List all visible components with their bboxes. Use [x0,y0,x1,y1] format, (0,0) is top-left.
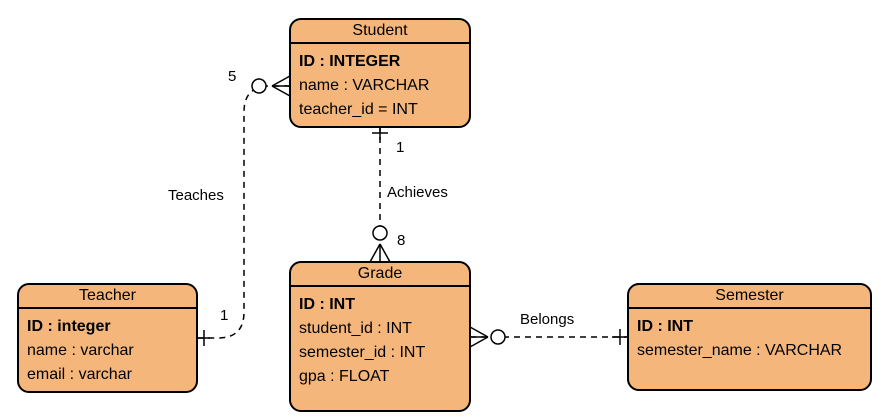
entity-title: Teacher [19,285,196,309]
attribute: semester_name : VARCHAR [637,342,843,359]
primary-key-attribute: ID : INT [299,296,355,313]
teaches-label: Teaches [168,187,224,204]
achieves-student-cardinality: 1 [396,139,405,156]
achieves-label: Achieves [387,184,448,201]
attribute: name : varchar [27,342,134,359]
entity-grade[interactable]: Grade ID : INT student_id : INT semester… [289,261,471,412]
achieves-crowfoot-zero-many [369,225,391,263]
attribute: email : varchar [27,366,132,383]
attribute: teacher_id = INT [299,101,418,118]
teaches-one-marker [196,330,210,346]
achieves-one-marker [372,126,388,140]
entity-title: Semester [629,285,870,309]
belongs-label: Belongs [520,311,575,328]
primary-key-attribute: ID : INTEGER [299,53,401,70]
achieves-grade-cardinality: 8 [397,232,406,249]
entity-student[interactable]: Student ID : INTEGER name : VARCHAR teac… [289,18,471,128]
attribute: semester_id : INT [299,344,426,361]
entity-title: Grade [291,263,469,287]
attribute: student_id : INT [299,320,412,337]
entity-semester[interactable]: Semester ID : INT semester_name : VARCHA… [627,283,872,391]
primary-key-attribute: ID : INT [637,318,693,335]
teaches-student-cardinality: 5 [228,68,237,85]
primary-key-attribute: ID : integer [27,318,111,335]
attribute: name : VARCHAR [299,77,430,94]
belongs-crowfoot-zero-many [469,326,506,348]
teaches-connector [196,85,290,339]
entity-teacher[interactable]: Teacher ID : integer name : varchar emai… [17,283,198,393]
entity-title: Student [291,20,469,44]
teaches-crowfoot-zero-many [251,75,291,97]
attribute: gpa : FLOAT [299,368,390,385]
belongs-one-marker [612,329,628,345]
teaches-teacher-cardinality: 1 [220,307,229,324]
